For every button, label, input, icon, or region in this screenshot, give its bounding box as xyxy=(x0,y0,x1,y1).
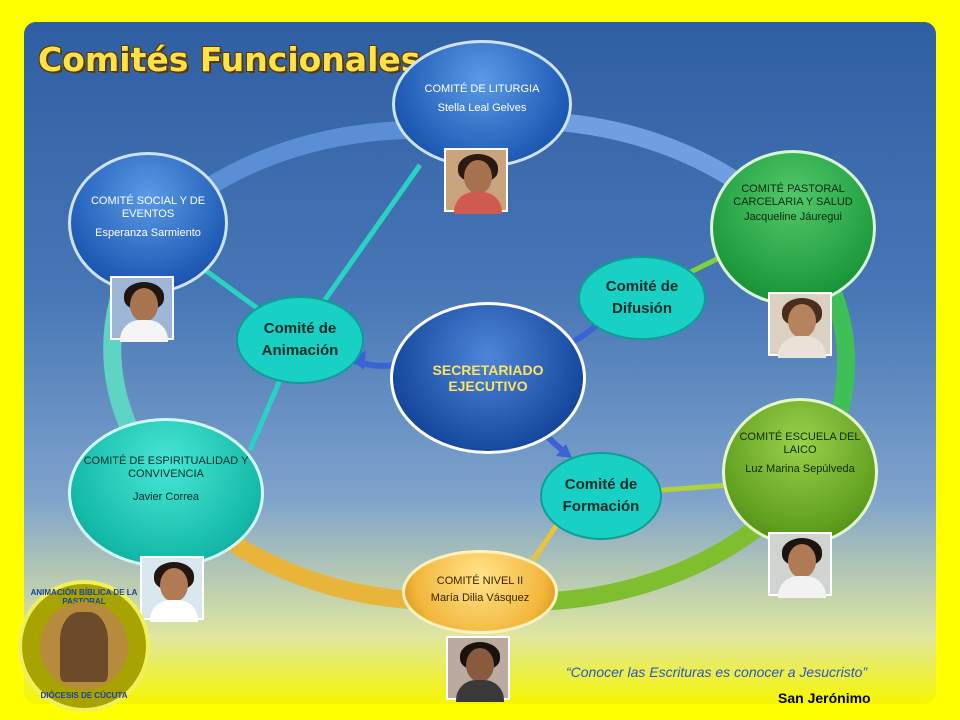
committee-pastoral-carcelaria: COMITÉ PASTORAL CARCELARIA Y SALUD Jacqu… xyxy=(710,150,876,306)
committee-member: Esperanza Sarmiento xyxy=(95,227,201,239)
pastoral-logo: ANIMACIÓN BÍBLICA DE LA PASTORAL DIÓCESI… xyxy=(18,580,150,712)
committee-member: Stella Leal Gelves xyxy=(437,102,527,114)
committee-nivel-ii: COMITÉ NIVEL II María Dilia Vásquez xyxy=(402,550,558,634)
committee-title: COMITÉ DE LITURGIA xyxy=(424,83,540,95)
committee-title: COMITÉ SOCIAL Y DE EVENTOS xyxy=(90,195,206,220)
committee-escuela-laico: COMITÉ ESCUELA DEL LAICO Luz Marina Sepú… xyxy=(722,398,878,546)
committee-title: COMITÉ ESCUELA DEL LAICO xyxy=(739,431,861,456)
member-photo-pastoral xyxy=(768,292,832,358)
member-photo-escuela xyxy=(768,532,832,598)
subcommittee-difusion: Comité de Difusión xyxy=(578,256,706,340)
logo-bottom-text: DIÓCESIS DE CÚCUTA xyxy=(40,691,128,700)
subcommittee-label: Comité de Formación xyxy=(562,476,640,515)
member-photo-espiritualidad xyxy=(140,556,204,622)
committee-member: María Dilia Vásquez xyxy=(430,592,530,604)
footer-signature: San Jerónimo xyxy=(778,690,871,706)
center-label: SECRETARIADO EJECUTIVO xyxy=(432,362,544,394)
committee-title: COMITÉ DE ESPIRITUALIDAD Y CONVIVENCIA xyxy=(83,455,249,480)
center-node-secretariado: SECRETARIADO EJECUTIVO xyxy=(390,302,586,454)
member-photo-nivel-ii xyxy=(446,636,510,702)
arrow-head-formacion xyxy=(556,444,572,458)
footer-quote: “Conocer las Escrituras es conocer a Jes… xyxy=(566,664,868,680)
arrow-head-animacion xyxy=(352,350,366,370)
committee-social-eventos: COMITÉ SOCIAL Y DE EVENTOS Esperanza Sar… xyxy=(68,152,228,294)
subcommittee-formacion: Comité de Formación xyxy=(540,452,662,540)
logo-image xyxy=(40,602,128,690)
page-title: Comités Funcionales xyxy=(38,40,421,79)
committee-member: Jacqueline Jáuregui xyxy=(744,211,842,223)
logo-top-text: ANIMACIÓN BÍBLICA DE LA PASTORAL xyxy=(30,588,138,606)
subcommittee-label: Comité de Animación xyxy=(261,320,339,359)
committee-liturgia: COMITÉ DE LITURGIA Stella Leal Gelves xyxy=(392,40,572,168)
committee-title: COMITÉ PASTORAL CARCELARIA Y SALUD xyxy=(733,183,853,208)
member-photo-liturgia xyxy=(444,148,508,214)
committee-member: Javier Correa xyxy=(132,491,200,503)
member-photo-social xyxy=(110,276,174,342)
subcommittee-animacion: Comité de Animación xyxy=(236,296,364,384)
subcommittee-label: Comité de Difusión xyxy=(605,278,679,317)
committee-espiritualidad: COMITÉ DE ESPIRITUALIDAD Y CONVIVENCIA J… xyxy=(68,418,264,568)
committee-title: COMITÉ NIVEL II xyxy=(436,575,524,587)
committee-member: Luz Marina Sepúlveda xyxy=(745,463,855,475)
